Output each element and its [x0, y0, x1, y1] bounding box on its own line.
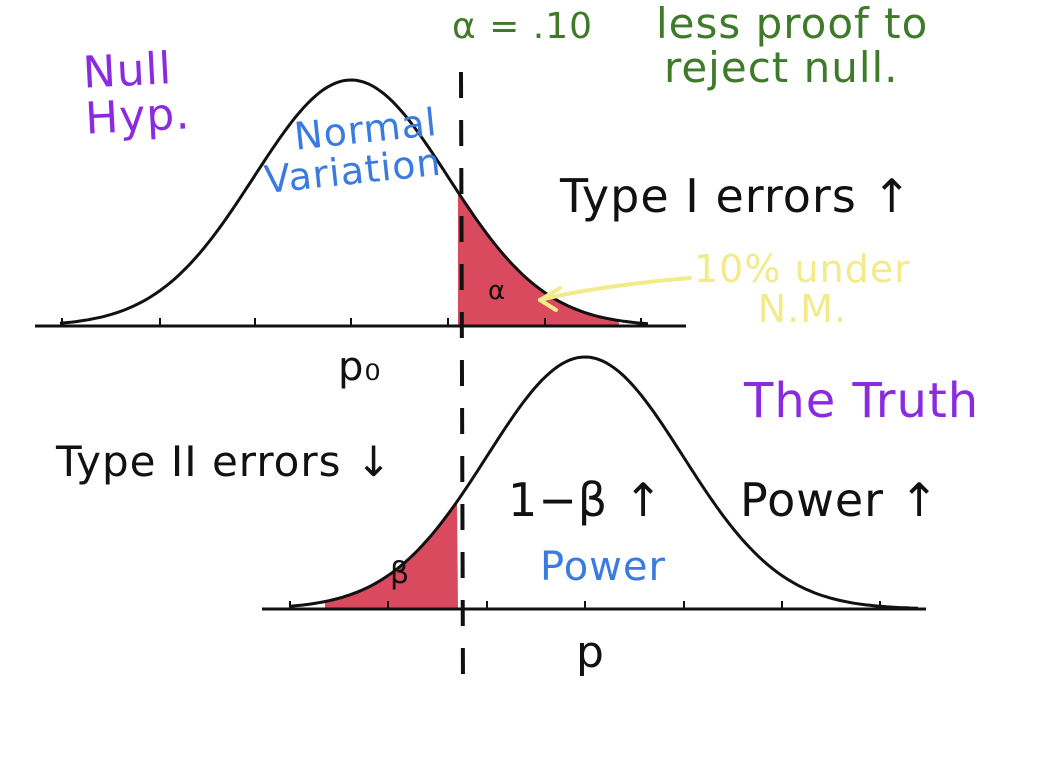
beta-shaded-region — [325, 501, 458, 609]
less-proof-note: less proof to reject null. — [656, 0, 929, 93]
beta-symbol: β — [390, 556, 411, 591]
null-hyp-label: Null Hyp. — [81, 43, 192, 145]
truth-distribution-curve — [289, 355, 919, 610]
alpha-shaded-region — [458, 192, 620, 326]
p-label: p — [576, 627, 605, 678]
power-up-label: Power ↑ — [740, 473, 940, 527]
type-two-errors-label: Type II errors ↓ — [56, 437, 393, 486]
the-truth-label: The Truth — [744, 373, 980, 429]
p0-label: p₀ — [338, 344, 382, 390]
pointer-arrow-icon — [538, 276, 692, 312]
one-minus-beta-label: 1−β ↑ — [508, 473, 664, 527]
alpha-equals-label: α = .10 — [452, 6, 594, 47]
type-one-errors-label: Type I errors ↑ — [560, 169, 912, 223]
ten-percent-under-nm-label: 10% under N.M. — [694, 247, 911, 331]
alpha-symbol: α — [488, 276, 507, 306]
power-note-label: Power — [540, 544, 666, 590]
critical-value-line — [459, 71, 465, 689]
normal-variation-label: Normal Variation — [262, 99, 444, 202]
